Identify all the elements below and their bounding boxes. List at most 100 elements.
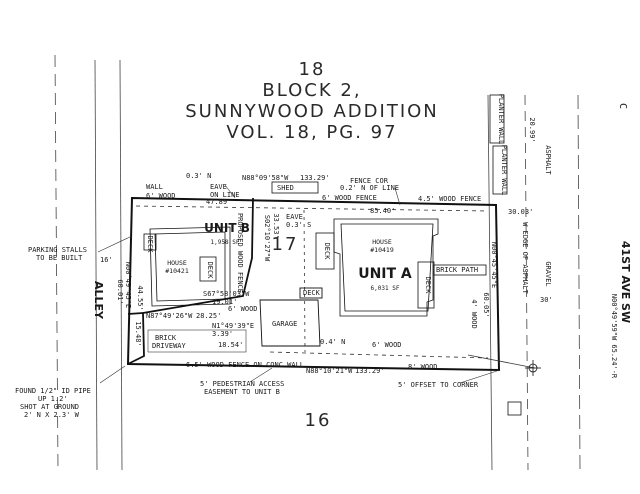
top-length-label: 133.29' [300,174,330,182]
pipe-label-3: SHOT AT GROUND [20,403,79,411]
street-row-line [487,94,493,471]
easement-label-1: 5' PEDESTRIAN ACCESS [200,380,284,388]
middle-fence [303,209,306,353]
eave-leader [224,184,236,199]
dim-d2-bearing: S02°10'27"W [263,215,271,262]
wall-wood-label: 6' WOOD [146,192,176,200]
dim-20-label: 20.99' [528,117,536,142]
deck-b2-box [199,256,217,282]
dim-04-label: 0.4' N [320,338,345,346]
offset-label: 5' OFFSET TO CORNER [398,381,479,389]
alley-centerline [54,54,59,471]
unit-a-house: HOUSE [372,238,392,246]
bottom-bearing-label: N88°10'21"W [306,367,353,375]
asphalt-edge-line [524,94,529,471]
header-block: BLOCK 2, [262,80,361,101]
dim-30b-label: 30' [540,296,553,304]
dim-left-bearing: N00°49'45"E [124,262,132,308]
pipe-label-2: UP 1.2' [38,395,68,403]
garage-label: GARAGE [272,320,297,328]
eave-2-label: EAVE [286,213,303,221]
street-centerline [577,94,581,471]
wood-fence-bottom-label: 6' WOOD [372,341,402,349]
planter-wall-1 [489,94,505,144]
corner-tie-line [467,354,536,369]
dim-16-label: 16' [100,256,113,264]
parking-label-1: PARKING STALLS [28,246,87,254]
offset-leader [459,369,501,384]
dim-right-length: 60.05' [482,292,490,317]
eave-online-label: EAVE [210,183,227,191]
header-addition: SUNNYWOOD ADDITION [185,101,439,122]
right-of-way-lines [54,54,581,471]
bottom-lot-number: 16 [305,410,332,431]
dim-d2-length: 33.53' [272,213,280,238]
easement-label-2: EASEMENT TO UNIT B [204,388,280,396]
south-fence [269,351,489,359]
fence-cor-label: FENCE COR [350,177,389,185]
deck-a2-label: DECK [424,277,432,295]
unit-a-area: 6,031 SF [371,285,400,292]
wall-label: WALL [146,183,163,191]
dim-85-label: 85.40' [370,207,395,215]
unit-a-label: UNIT A [358,266,412,282]
house-10421 [143,226,231,307]
pipe-label-4: 2' N X 2.3' W [24,411,80,419]
house-a-inner [340,223,434,312]
dim-left-length: 60.01' [116,279,124,304]
lot-number: 17 [272,234,299,255]
wood-fence-right-label: 4.5' WOOD FENCE [418,195,481,203]
lot-outline [126,196,501,372]
easement-leader [249,367,273,383]
dim-n87-length: 28.25' [196,312,221,320]
garage [259,287,323,347]
dim-d1-bearing: S67°58'03"W [203,290,250,298]
brick-driveway-label: BRICK [155,334,177,342]
dim-18-label: 18.54' [218,341,243,349]
alley-west-line [94,59,98,471]
gravel-label: GRAVEL [544,261,552,286]
shed-label: SHED [277,184,294,192]
unit-b-house: HOUSE [167,259,187,267]
centerline-symbol: C [617,103,628,109]
fence-cor-leader [394,187,401,206]
unit-b-tie [127,312,144,315]
unit-b-boundary [127,197,254,365]
planter-walls [489,94,508,195]
garage-outline [259,299,321,347]
planter-wall-label: PLANTER WALL [497,94,505,145]
conc-wall-label: 6.5' WOOD FENCE ON CONC WALL [186,361,304,369]
fence-cor-label-2: 0.2' N OF LINE [340,184,399,192]
parking-label-2: TO BE BUILT [36,254,83,262]
dim-right-bearing: N00°45'45"E [490,242,498,288]
alley-east-line [119,59,123,471]
header-volume: VOL. 18, PG. 97 [226,122,397,143]
deck-b-label: DECK [146,236,154,254]
house-b-outer [149,226,231,307]
lot-boundary [126,196,501,372]
fence-lines [135,205,536,369]
unit-b-area: 1,958 SF [211,239,240,246]
pipe-leader [99,365,126,384]
asphalt-label: ASPHALT [544,145,552,175]
deck-a3-label: DECK [303,289,321,297]
eave-2-dim: 0.3' S [286,221,311,229]
deck-a1-box [315,232,335,270]
wood-6-label: 6' WOOD [228,305,258,313]
house-10419 [315,218,487,317]
wood-8-label: 8' WOOD [408,363,438,371]
wood-fence-top-label: 6' WOOD FENCE [322,194,377,202]
deck-a1-label: DECK [323,243,331,261]
deck-a3-box [299,287,323,299]
unit-b-house-number: #10421 [165,267,189,275]
header-top-number: 18 [299,59,326,80]
parking-leader [97,235,133,253]
deck-b2-label: DECK [206,262,214,280]
brick-path-box [433,264,487,276]
planter-wall-label-2: PLANTER WALL [500,145,508,196]
brick-driveway-label-2: DRIVEWAY [152,342,187,350]
north-fence [135,205,489,212]
brick-path-label: BRICK PATH [436,266,478,274]
